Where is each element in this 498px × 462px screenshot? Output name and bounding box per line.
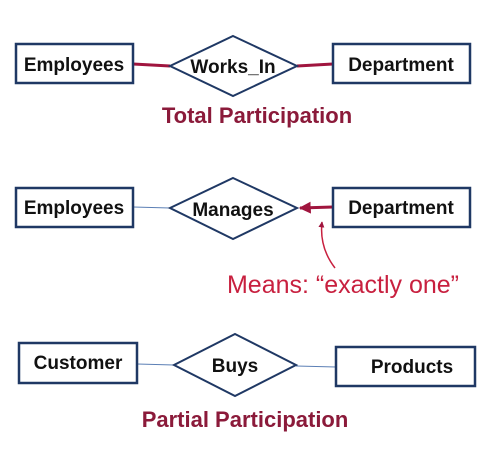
note-pointer-arrow [318,221,336,269]
relationship-buys-label: Buys [212,356,258,377]
entity-department-box-2 [331,186,472,229]
connector-employees-works-in [132,62,171,68]
entity-employees-box-2 [14,186,135,229]
diagram-manages: Employees Manages Department Means: “exa… [14,176,472,299]
relationship-works-in-diamond [167,34,300,98]
entity-products-box [334,345,477,388]
caption-total-participation: Total Participation [162,103,352,128]
relationship-works-in-label: Works_In [190,57,275,78]
diagram-works-in: Employees Works_In Department Total Part… [14,34,472,128]
entity-department-label-2: Department [348,198,454,219]
entity-department-box [331,42,472,85]
diagram-buys: Customer Buys Products Partial Participa… [17,332,477,432]
entity-employees-box [14,42,135,85]
caption-partial-participation: Partial Participation [142,407,349,432]
entity-customer-label: Customer [34,353,123,374]
connector-customer-buys [136,363,175,366]
connector-works-in-department [296,62,334,68]
connector-buys-products [295,365,337,368]
relationship-buys-diamond [171,332,299,398]
entity-employees-label: Employees [24,55,124,76]
entity-customer-box [17,341,139,385]
entity-department-label: Department [348,55,454,76]
arrow-department-manages [298,201,334,214]
connector-employees-manages [132,206,171,209]
entity-products-label: Products [371,357,453,378]
note-exactly-one: Means: “exactly one” [227,271,459,299]
entity-employees-label-2: Employees [24,198,124,219]
relationship-manages-diamond [167,176,300,241]
relationship-manages-label: Manages [192,200,273,221]
